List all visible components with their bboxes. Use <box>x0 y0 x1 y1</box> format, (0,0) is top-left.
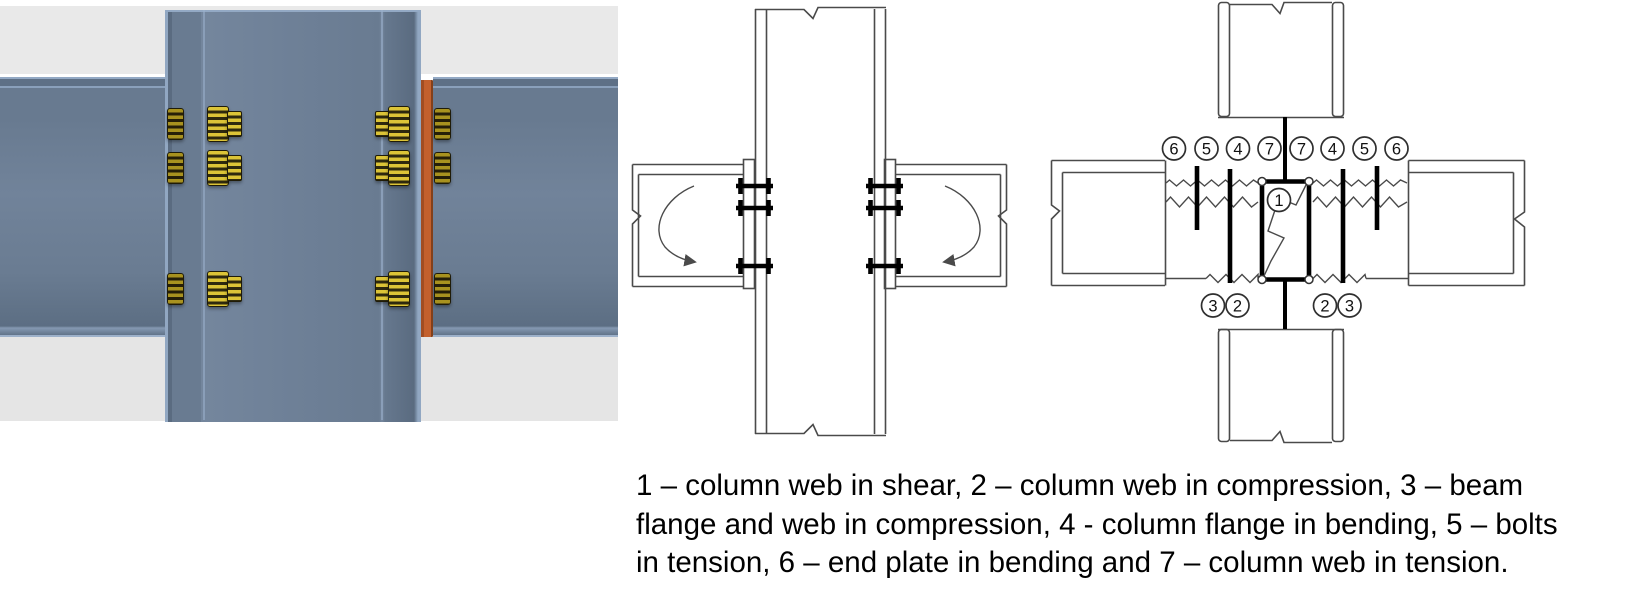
top-column-stub <box>1217 1 1345 119</box>
right-end-plate-elevation <box>883 158 897 290</box>
bottom-stub-break-mark <box>1230 429 1332 444</box>
left-stub-break-mark <box>1050 160 1061 286</box>
label-1-panel: 1 <box>1274 192 1283 210</box>
left-beam-elevation <box>631 158 756 290</box>
right-beam-stub <box>1407 159 1526 287</box>
label-6-right: 6 <box>1392 141 1401 159</box>
bolt-left-head-row3 <box>207 271 229 307</box>
left-bolts-elevation <box>736 178 773 274</box>
left-moment-arrow <box>658 185 697 267</box>
column-bottom-break-mark <box>755 423 886 437</box>
drawings-svg: 6 5 4 7 7 4 5 6 3 2 <box>631 1 1526 444</box>
bolt-left-head-row2 <box>207 150 229 186</box>
right-bolts-elevation <box>866 178 903 274</box>
label-7-left: 7 <box>1265 141 1274 159</box>
right-moment-arrow <box>942 185 981 267</box>
label-2-right: 2 <box>1320 298 1329 316</box>
bolt-left-nut-row2 <box>227 155 242 181</box>
right-beam-render <box>433 77 618 337</box>
left-beam-break-mark <box>631 164 642 287</box>
elevation-drawing <box>631 6 1008 437</box>
bolt-right-head-row2 <box>388 150 410 186</box>
caption-line-1: 1 – column web in shear, 2 – column web … <box>636 469 1524 502</box>
component-labels-bottom: 3 2 2 3 <box>1200 293 1362 318</box>
panel-diagonal-spring <box>1263 184 1307 277</box>
label-7-right: 7 <box>1297 141 1306 159</box>
photo-joint-render <box>0 0 618 424</box>
bolt-left-outer-row2 <box>167 152 184 184</box>
column-web-panel-box <box>1257 176 1314 285</box>
component-model-diagram: 6 5 4 7 7 4 5 6 3 2 <box>1050 1 1526 444</box>
label-5-right: 5 <box>1360 141 1369 159</box>
caption-line-3: in tension, 6 – end plate in bending and… <box>636 546 1509 580</box>
bolt-left-nut-row1 <box>227 111 242 137</box>
bolt-left-head-row1 <box>207 106 229 142</box>
component-label-panel: 1 <box>1266 187 1292 213</box>
component-rigid-bars <box>1194 166 1380 283</box>
column-top-break-mark <box>755 6 886 20</box>
bolt-right-outer-row2 <box>434 152 451 184</box>
bolt-left-outer-row1 <box>167 108 184 140</box>
right-beam-elevation <box>883 158 1008 290</box>
label-4-right: 4 <box>1328 141 1337 159</box>
right-end-plate-render <box>420 80 433 337</box>
column-render <box>165 10 421 422</box>
left-end-plate-elevation <box>742 158 756 290</box>
right-beam-break-mark <box>997 164 1008 287</box>
column-flange-highlight-right <box>381 10 383 420</box>
component-labels-top: 6 5 4 7 7 4 5 6 <box>1161 136 1409 161</box>
bolt-left-outer-row3 <box>167 273 184 305</box>
label-3-left: 3 <box>1208 298 1217 316</box>
label-5-left: 5 <box>1202 141 1211 159</box>
figure-caption: 1 – column web in shear, 2 – column web … <box>636 467 1558 583</box>
column-flange-highlight-left <box>203 10 205 420</box>
caption-line-2: flange and web in compression, 4 - colum… <box>636 507 1558 541</box>
right-stub-break-mark <box>1513 160 1526 286</box>
bolt-left-nut-row3 <box>227 276 242 302</box>
label-3-right: 3 <box>1345 298 1354 316</box>
bolt-right-head-row3 <box>388 271 410 307</box>
bottom-column-stub <box>1217 328 1345 444</box>
label-6-left: 6 <box>1169 141 1178 159</box>
column-elevation <box>754 6 887 437</box>
bolt-right-outer-row1 <box>434 108 451 140</box>
left-beam-render <box>0 77 183 337</box>
bolt-right-head-row1 <box>388 106 410 142</box>
bolt-right-outer-row3 <box>434 273 451 305</box>
label-2-left: 2 <box>1233 298 1242 316</box>
top-stub-break-mark <box>1230 1 1332 16</box>
component-springs <box>1165 179 1408 284</box>
label-4-left: 4 <box>1233 141 1242 159</box>
left-beam-stub <box>1050 159 1167 287</box>
